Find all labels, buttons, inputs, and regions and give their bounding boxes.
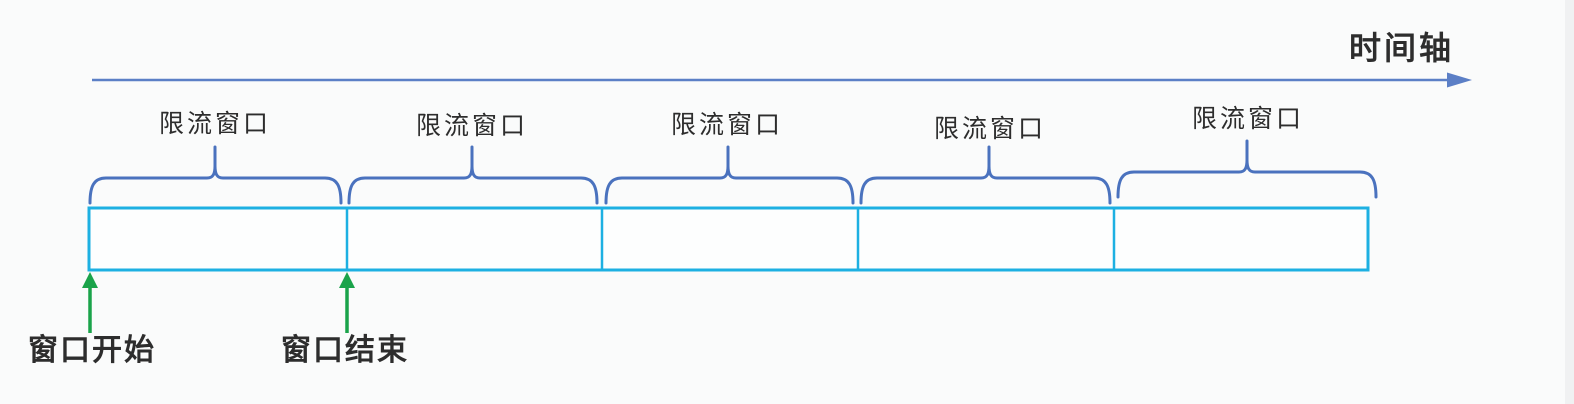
window-brace-2 — [347, 145, 599, 205]
window-brace-4 — [859, 145, 1112, 205]
window-label-4: 限流窗口 — [933, 115, 1047, 143]
window-label-2: 限流窗口 — [415, 112, 529, 140]
window-end-label: 窗口结束 — [281, 334, 409, 367]
window-label-5: 限流窗口 — [1191, 105, 1305, 133]
window-strip-rect — [87, 206, 1370, 272]
window-brace-1 — [88, 145, 343, 205]
window-brace-5 — [1116, 139, 1378, 199]
window-start-arrow-icon — [82, 272, 98, 333]
window-start-label: 窗口开始 — [28, 334, 156, 367]
time-axis-arrowhead-icon — [1447, 72, 1472, 88]
window-end-arrow-icon — [339, 272, 355, 333]
window-label-3: 限流窗口 — [670, 111, 784, 139]
window-label-1: 限流窗口 — [158, 110, 272, 138]
window-brace-3 — [604, 145, 855, 205]
time-axis-label: 时间轴 — [1349, 30, 1455, 66]
